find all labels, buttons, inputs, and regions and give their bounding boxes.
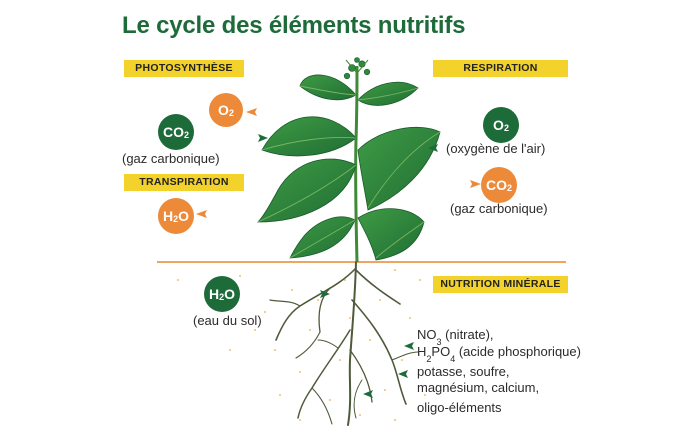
h2o-caption-soil: (eau du sol)	[193, 313, 262, 328]
arrow-h2o-soil	[320, 290, 330, 298]
arrow-co2-left	[258, 134, 268, 142]
o2-caption-right: (oxygène de l'air)	[446, 141, 546, 156]
nutrient-no3: NO3 (nitrate),	[417, 327, 494, 347]
label-transpiration: TRANSPIRATION	[124, 174, 244, 191]
arrow-nutrients-3	[363, 390, 373, 398]
co2-caption-right: (gaz carbonique)	[450, 201, 548, 216]
orange-arrows	[196, 108, 481, 218]
flower-buds	[343, 57, 371, 80]
arrow-o2-left	[246, 108, 257, 116]
page-title: Le cycle des éléments nutritifs	[122, 12, 466, 39]
leaf-veins	[257, 85, 441, 259]
arrow-nutrients-2	[398, 370, 408, 378]
stem	[354, 65, 359, 263]
arrow-nutrients-1	[404, 342, 414, 350]
arrow-h2o-left	[196, 210, 207, 218]
label-nutrition-minerale: NUTRITION MINÉRALE	[433, 276, 568, 293]
roots	[269, 261, 419, 426]
label-respiration: RESPIRATION	[433, 60, 568, 77]
label-photosynthese: PHOTOSYNTHÈSE	[124, 60, 244, 77]
nutrient-line3: potasse, soufre,	[417, 364, 510, 379]
green-arrows	[258, 134, 438, 398]
leaves	[257, 74, 441, 261]
nutrient-h2po4: H2PO4 (acide phosphorique)	[417, 344, 581, 364]
arrow-o2-right	[428, 144, 438, 152]
co2-caption-left: (gaz carbonique)	[122, 151, 220, 166]
arrow-co2-right	[470, 180, 481, 188]
nutrient-line4: magnésium, calcium,	[417, 380, 540, 395]
nutrient-line5: oligo-éléments	[417, 400, 502, 415]
